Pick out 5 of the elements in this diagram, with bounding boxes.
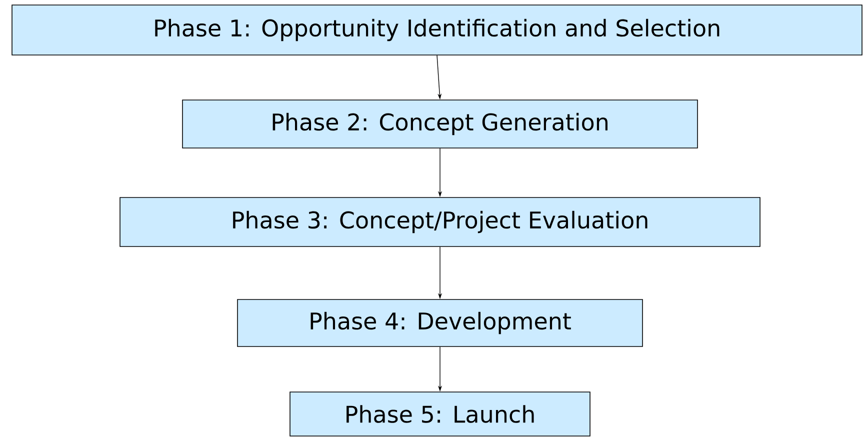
- process-box: Phase 2: Concept Generation: [182, 100, 698, 148]
- process-box: Phase 5: Launch: [290, 392, 590, 436]
- process-box: Phase 4: Development: [237, 299, 643, 347]
- process-box: Phase 1: Opportunity Identification and Selection: [12, 4, 862, 56]
- process-box: Phase 3: Concept/Project Evaluation: [120, 197, 760, 247]
